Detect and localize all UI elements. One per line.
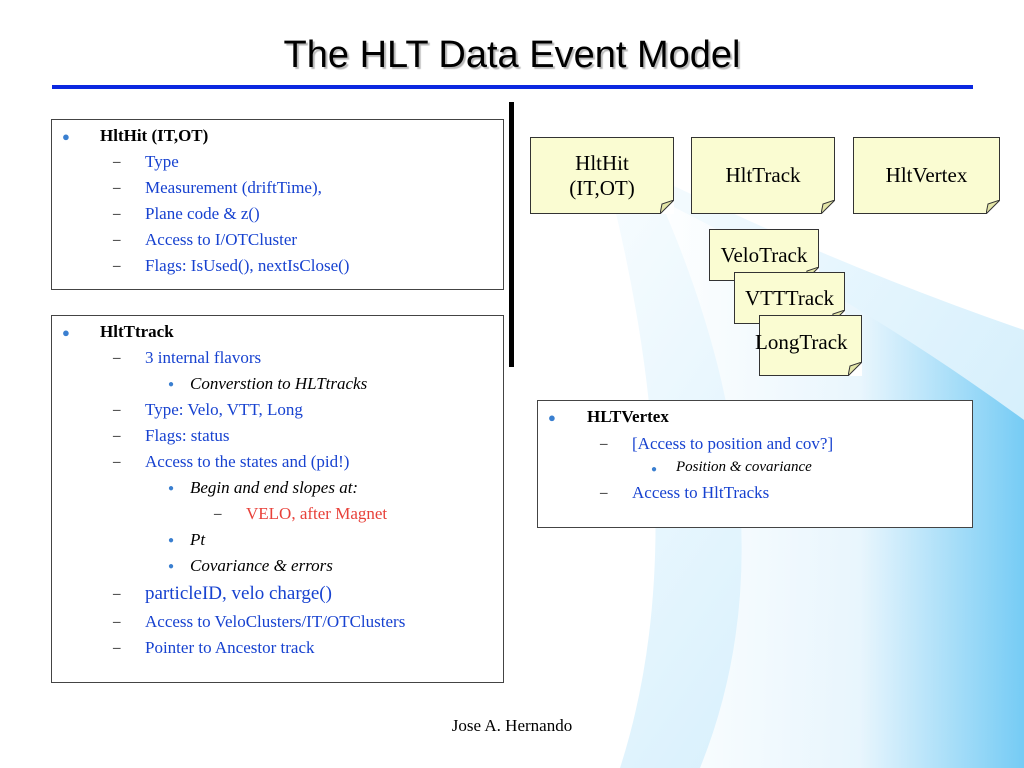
dash-icon: –	[214, 506, 222, 522]
hlttrack-pt: Pt	[190, 530, 206, 549]
dash-icon: –	[113, 154, 121, 170]
dash-icon: –	[600, 485, 608, 501]
hlttrack-flavors-sub: Converstion to HLTtracks	[190, 374, 368, 393]
hlttrack-particle: particleID, velo charge()	[145, 583, 332, 604]
hlttrack-flavors: 3 internal flavors	[145, 348, 262, 367]
hlthit-heading: HltHit (IT,OT)	[100, 126, 209, 145]
hlthit-item: Access to I/OTCluster	[145, 230, 298, 249]
hlttrack-cov: Covariance & errors	[190, 556, 333, 575]
hlttrack-box: ● HltTtrack – 3 internal flavors ● Conve…	[51, 315, 504, 683]
folded-corner-icon	[660, 200, 674, 214]
folded-corner-icon	[848, 362, 862, 376]
note-hlttrack-label: HltTrack	[725, 163, 801, 188]
hlttrack-states: Access to the states and (pid!)	[145, 452, 350, 471]
footer-author: Jose A. Hernando	[451, 716, 573, 735]
note-hltvertex: HltVertex	[853, 137, 1000, 214]
bullet-icon: ●	[62, 325, 70, 340]
bullet-icon: ●	[168, 535, 175, 546]
vertical-divider	[509, 102, 514, 367]
title-underline	[52, 85, 973, 89]
note-hlttrack: HltTrack	[691, 137, 835, 214]
dash-icon: –	[113, 586, 121, 602]
dash-icon: –	[113, 428, 121, 444]
bullet-icon: ●	[548, 410, 556, 425]
note-longtrack: LongTrack	[755, 315, 862, 376]
dash-icon: –	[600, 436, 608, 452]
dash-icon: –	[113, 454, 121, 470]
note-hlthit-line1: HltHit	[575, 151, 629, 176]
hltvertex-pos-sub: Position & covariance	[676, 459, 812, 475]
hlttrack-slopes-sub: VELO, after Magnet	[246, 504, 388, 523]
hltvertex-access-tracks: Access to HltTracks	[632, 483, 770, 502]
note-hltvertex-label: HltVertex	[885, 163, 968, 188]
note-hlthit-line2: (IT,OT)	[569, 175, 635, 200]
note-longtrack-label: LongTrack	[755, 330, 848, 354]
hlthit-item: Flags: IsUsed(), nextIsClose()	[145, 256, 350, 275]
dash-icon: –	[113, 640, 121, 656]
dash-icon: –	[113, 258, 121, 274]
hlthit-item: Plane code & z()	[145, 204, 260, 223]
hlttrack-heading: HltTtrack	[100, 322, 174, 341]
hlthit-box: ● HltHit (IT,OT) – Type – Measurement (d…	[51, 119, 504, 290]
hltvertex-box: ● HLTVertex – [Access to position and co…	[537, 400, 973, 528]
bullet-icon: ●	[168, 561, 175, 572]
hlttrack-ancestor: Pointer to Ancestor track	[145, 638, 315, 657]
dash-icon: –	[113, 350, 121, 366]
hlttrack-flags: Flags: status	[145, 426, 230, 445]
bullet-icon: ●	[651, 464, 658, 475]
bullet-icon: ●	[168, 483, 175, 494]
folded-corner-icon	[821, 200, 835, 214]
dash-icon: –	[113, 206, 121, 222]
note-vtttrack-label: VTTTrack	[744, 285, 835, 310]
dash-icon: –	[113, 232, 121, 248]
hltvertex-access-pos: [Access to position and cov?]	[632, 434, 834, 453]
hlthit-item: Measurement (driftTime),	[145, 178, 322, 197]
hlttrack-slopes: Begin and end slopes at:	[190, 478, 359, 497]
dash-icon: –	[113, 402, 121, 418]
dash-icon: –	[113, 614, 121, 630]
bullet-icon: ●	[62, 129, 70, 144]
page-title: The HLT Data Event Model	[283, 34, 741, 76]
dash-icon: –	[113, 180, 121, 196]
note-velotrack-label: VeloTrack	[720, 242, 808, 267]
hltvertex-heading: HLTVertex	[587, 407, 669, 426]
hlttrack-clusters: Access to VeloClusters/IT/OTClusters	[145, 612, 406, 631]
bullet-icon: ●	[168, 379, 175, 390]
folded-corner-icon	[986, 200, 1000, 214]
hlthit-item: Type	[145, 152, 179, 171]
note-hlthit: HltHit (IT,OT)	[530, 137, 674, 214]
hlttrack-type: Type: Velo, VTT, Long	[145, 400, 303, 419]
